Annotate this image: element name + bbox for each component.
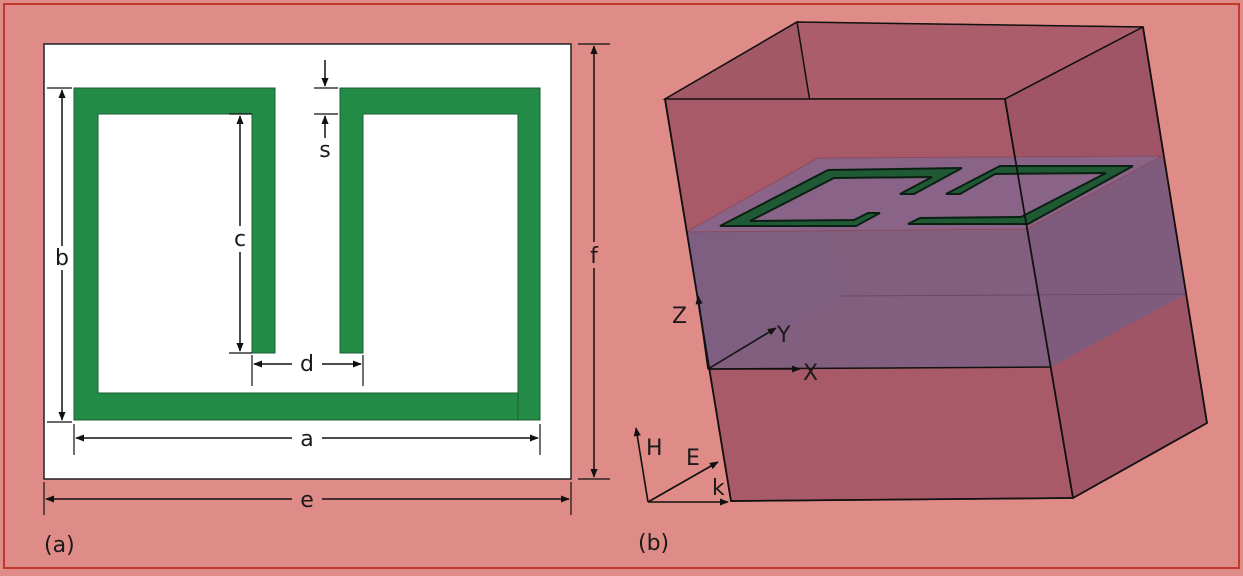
panel-a: b c s d a e f ( bbox=[43, 43, 610, 558]
axis-x-label: X bbox=[803, 361, 818, 386]
box-edge-bottom-right bbox=[1072, 422, 1208, 499]
slab-edge-back bbox=[840, 293, 1187, 297]
field-h-arrow bbox=[633, 427, 649, 503]
field-e-arrow bbox=[647, 461, 719, 503]
dim-s-label: s bbox=[319, 138, 330, 163]
axis-z-label: Z bbox=[672, 304, 687, 329]
field-h-label: H bbox=[646, 436, 663, 461]
box-edge-front-right bbox=[1004, 98, 1074, 499]
panel-b: Z Y X H E k (b) bbox=[633, 20, 1208, 556]
dim-e-label: e bbox=[300, 488, 314, 513]
dim-f-label: f bbox=[590, 244, 599, 269]
field-k-label: k bbox=[712, 476, 725, 501]
box-edge-bottom-front bbox=[730, 497, 1074, 502]
dim-a-label: a bbox=[300, 427, 313, 452]
panel-a-label: (a) bbox=[44, 533, 75, 558]
axis-y-arrow bbox=[707, 327, 777, 370]
slab-right-face bbox=[1027, 156, 1186, 367]
left-ring-half bbox=[73, 87, 539, 421]
panel-b-label: (b) bbox=[638, 531, 669, 556]
right-ring-half bbox=[339, 87, 541, 421]
field-e-label: E bbox=[686, 446, 700, 471]
box-edge-back-right bbox=[1142, 26, 1208, 424]
figure-frame bbox=[3, 3, 1240, 569]
dim-d-label: d bbox=[300, 352, 314, 377]
dim-b-label: b bbox=[55, 246, 69, 271]
dim-c-label: c bbox=[234, 227, 246, 252]
srr-right-half bbox=[907, 165, 1134, 225]
axis-y-label: Y bbox=[776, 323, 791, 348]
srr-left-half bbox=[719, 167, 963, 227]
axis-z-arrow bbox=[695, 295, 709, 370]
slab-front-face bbox=[686, 229, 1051, 369]
